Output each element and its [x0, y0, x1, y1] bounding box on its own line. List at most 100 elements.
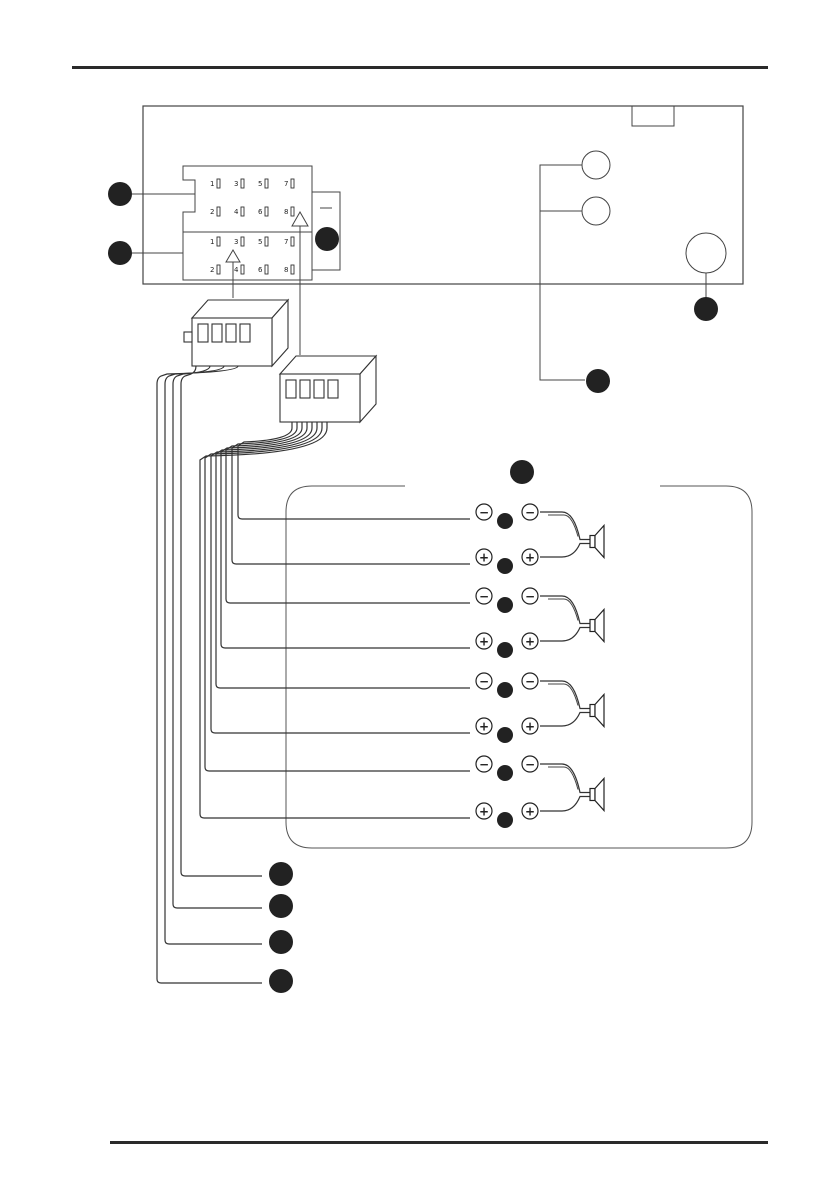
terminal-symbol — [475, 717, 493, 735]
terminal-symbol — [475, 632, 493, 650]
wire-callout-marker — [497, 765, 513, 781]
pin-a-7: 7 — [284, 180, 288, 188]
speaker-lead-positive — [540, 626, 590, 642]
wire-callout-marker — [269, 930, 293, 954]
connector-a-pins: 1 3 5 7 2 4 6 8 — [210, 178, 295, 217]
terminal-symbol — [521, 755, 539, 773]
wire-callout-marker — [497, 558, 513, 574]
polarity-sign: + — [525, 635, 535, 649]
terminal-symbol — [475, 548, 493, 566]
pin-a-1: 1 — [210, 180, 214, 188]
polarity-sign: − — [525, 675, 535, 689]
wire-callout-markers — [269, 513, 513, 993]
speaker-lead-shadow — [548, 766, 579, 790]
pin-a-2: 2 — [210, 208, 214, 216]
speaker-magnet — [589, 534, 596, 549]
speaker-frame — [285, 485, 753, 849]
pin-a-3: 3 — [234, 180, 238, 188]
terminal-symbol — [475, 802, 493, 820]
polarity-sign: + — [479, 720, 489, 734]
top-rule — [72, 66, 768, 69]
pin-b-8: 8 — [284, 266, 288, 274]
wire-callout-marker — [269, 969, 293, 993]
callout-marker-1 — [108, 182, 132, 206]
speaker-lead-positive — [540, 795, 590, 812]
polarity-sign: − — [479, 590, 489, 604]
terminal-symbol — [521, 717, 539, 735]
callout-marker-3 — [315, 227, 339, 251]
speaker-wire-harness — [199, 422, 470, 819]
terminal-symbol — [521, 632, 539, 650]
speaker-wire — [220, 422, 470, 649]
speaker-2: −−++ — [475, 587, 605, 650]
callout-marker-6 — [510, 460, 534, 484]
terminal-symbol — [521, 548, 539, 566]
speaker-icon — [594, 607, 605, 644]
pin-a-6: 6 — [258, 208, 263, 216]
speaker-magnet — [589, 703, 596, 718]
polarity-sign: − — [479, 758, 489, 772]
polarity-sign: + — [525, 805, 535, 819]
speaker-3: −−++ — [475, 672, 605, 735]
plug-a — [183, 298, 290, 368]
wire-callout-marker — [497, 513, 513, 529]
speaker-lead-shadow — [548, 598, 579, 621]
wire-callout-marker — [497, 642, 513, 658]
connector-b-pins: 1 3 5 7 2 4 6 8 — [210, 236, 295, 275]
speaker-wire — [204, 422, 470, 772]
callout-marker-5 — [586, 369, 610, 393]
speaker-lead-shadow — [548, 514, 579, 537]
speaker-wire — [210, 422, 470, 734]
speaker-magnet — [589, 787, 596, 802]
polarity-sign: + — [525, 551, 535, 565]
pin-a-8: 8 — [284, 208, 288, 216]
iso-socket: 1 3 5 7 2 4 6 8 1 3 5 7 2 4 6 8 — [182, 165, 341, 281]
pin-b-2: 2 — [210, 266, 214, 274]
pin-b-4: 4 — [234, 266, 239, 274]
wire-callout-marker — [269, 862, 293, 886]
pin-a-4: 4 — [234, 208, 239, 216]
speaker-icon — [594, 776, 605, 813]
speaker-1: −−++ — [475, 503, 605, 566]
terminal-symbol — [475, 755, 493, 773]
wire-callout-marker — [497, 682, 513, 698]
bottom-rule — [110, 1141, 768, 1144]
speaker-lead-negative — [540, 763, 590, 794]
terminal-symbol — [475, 587, 493, 605]
wire-callout-marker — [269, 894, 293, 918]
terminal-symbol — [521, 503, 539, 521]
polarity-sign: + — [525, 720, 535, 734]
pin-b-6: 6 — [258, 266, 263, 274]
pin-b-7: 7 — [284, 238, 288, 246]
plug-a-insert-arrow — [225, 249, 241, 298]
callout-markers — [108, 182, 718, 484]
terminal-symbol — [521, 587, 539, 605]
terminal-symbol — [521, 802, 539, 820]
speaker-lead-negative — [540, 595, 590, 625]
antenna-socket — [685, 232, 727, 274]
callout-marker-2 — [108, 241, 132, 265]
pin-a-5: 5 — [258, 180, 262, 188]
speaker-lead-shadow — [548, 683, 579, 706]
speaker-icon — [594, 523, 605, 560]
speaker-lead-negative — [540, 511, 590, 541]
callout-marker-4 — [694, 297, 718, 321]
pin-b-5: 5 — [258, 238, 262, 246]
wire-callout-marker — [497, 727, 513, 743]
speaker-wire — [225, 422, 470, 604]
head-unit-rear-panel — [142, 105, 744, 381]
rca-jack-top — [581, 150, 611, 180]
terminal-symbol — [521, 672, 539, 690]
pin-b-3: 3 — [234, 238, 238, 246]
rca-jack-bottom — [581, 196, 611, 226]
panel-tab — [631, 105, 675, 127]
extra-wire-harness — [156, 365, 262, 984]
polarity-sign: + — [479, 551, 489, 565]
polarity-sign: − — [525, 758, 535, 772]
polarity-sign: + — [479, 805, 489, 819]
speaker-4: − − + + — [475, 755, 605, 820]
extra-wire — [172, 365, 262, 909]
polarity-sign: − — [479, 506, 489, 520]
polarity-sign: − — [525, 590, 535, 604]
